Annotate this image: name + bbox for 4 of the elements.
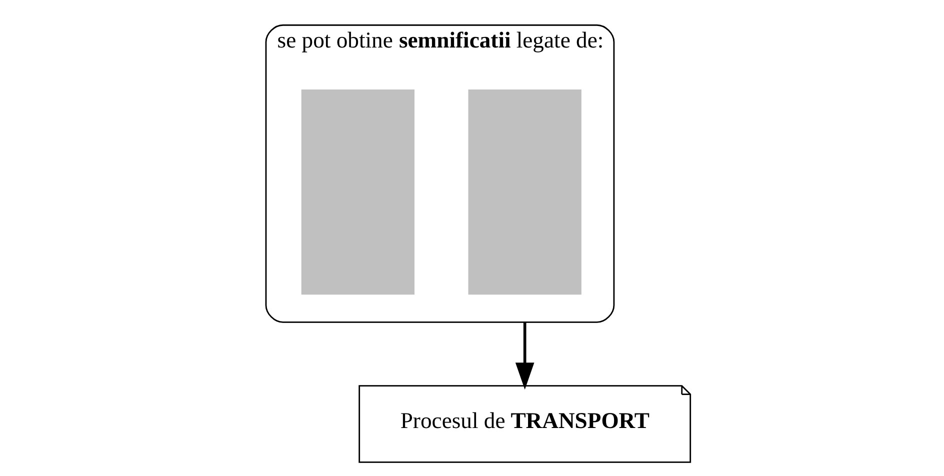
- node-box: [300, 89, 414, 295]
- cluster: se pot obtine semnificatii legate de:: [264, 24, 614, 323]
- node-box: [468, 89, 581, 295]
- arrow: [514, 322, 534, 390]
